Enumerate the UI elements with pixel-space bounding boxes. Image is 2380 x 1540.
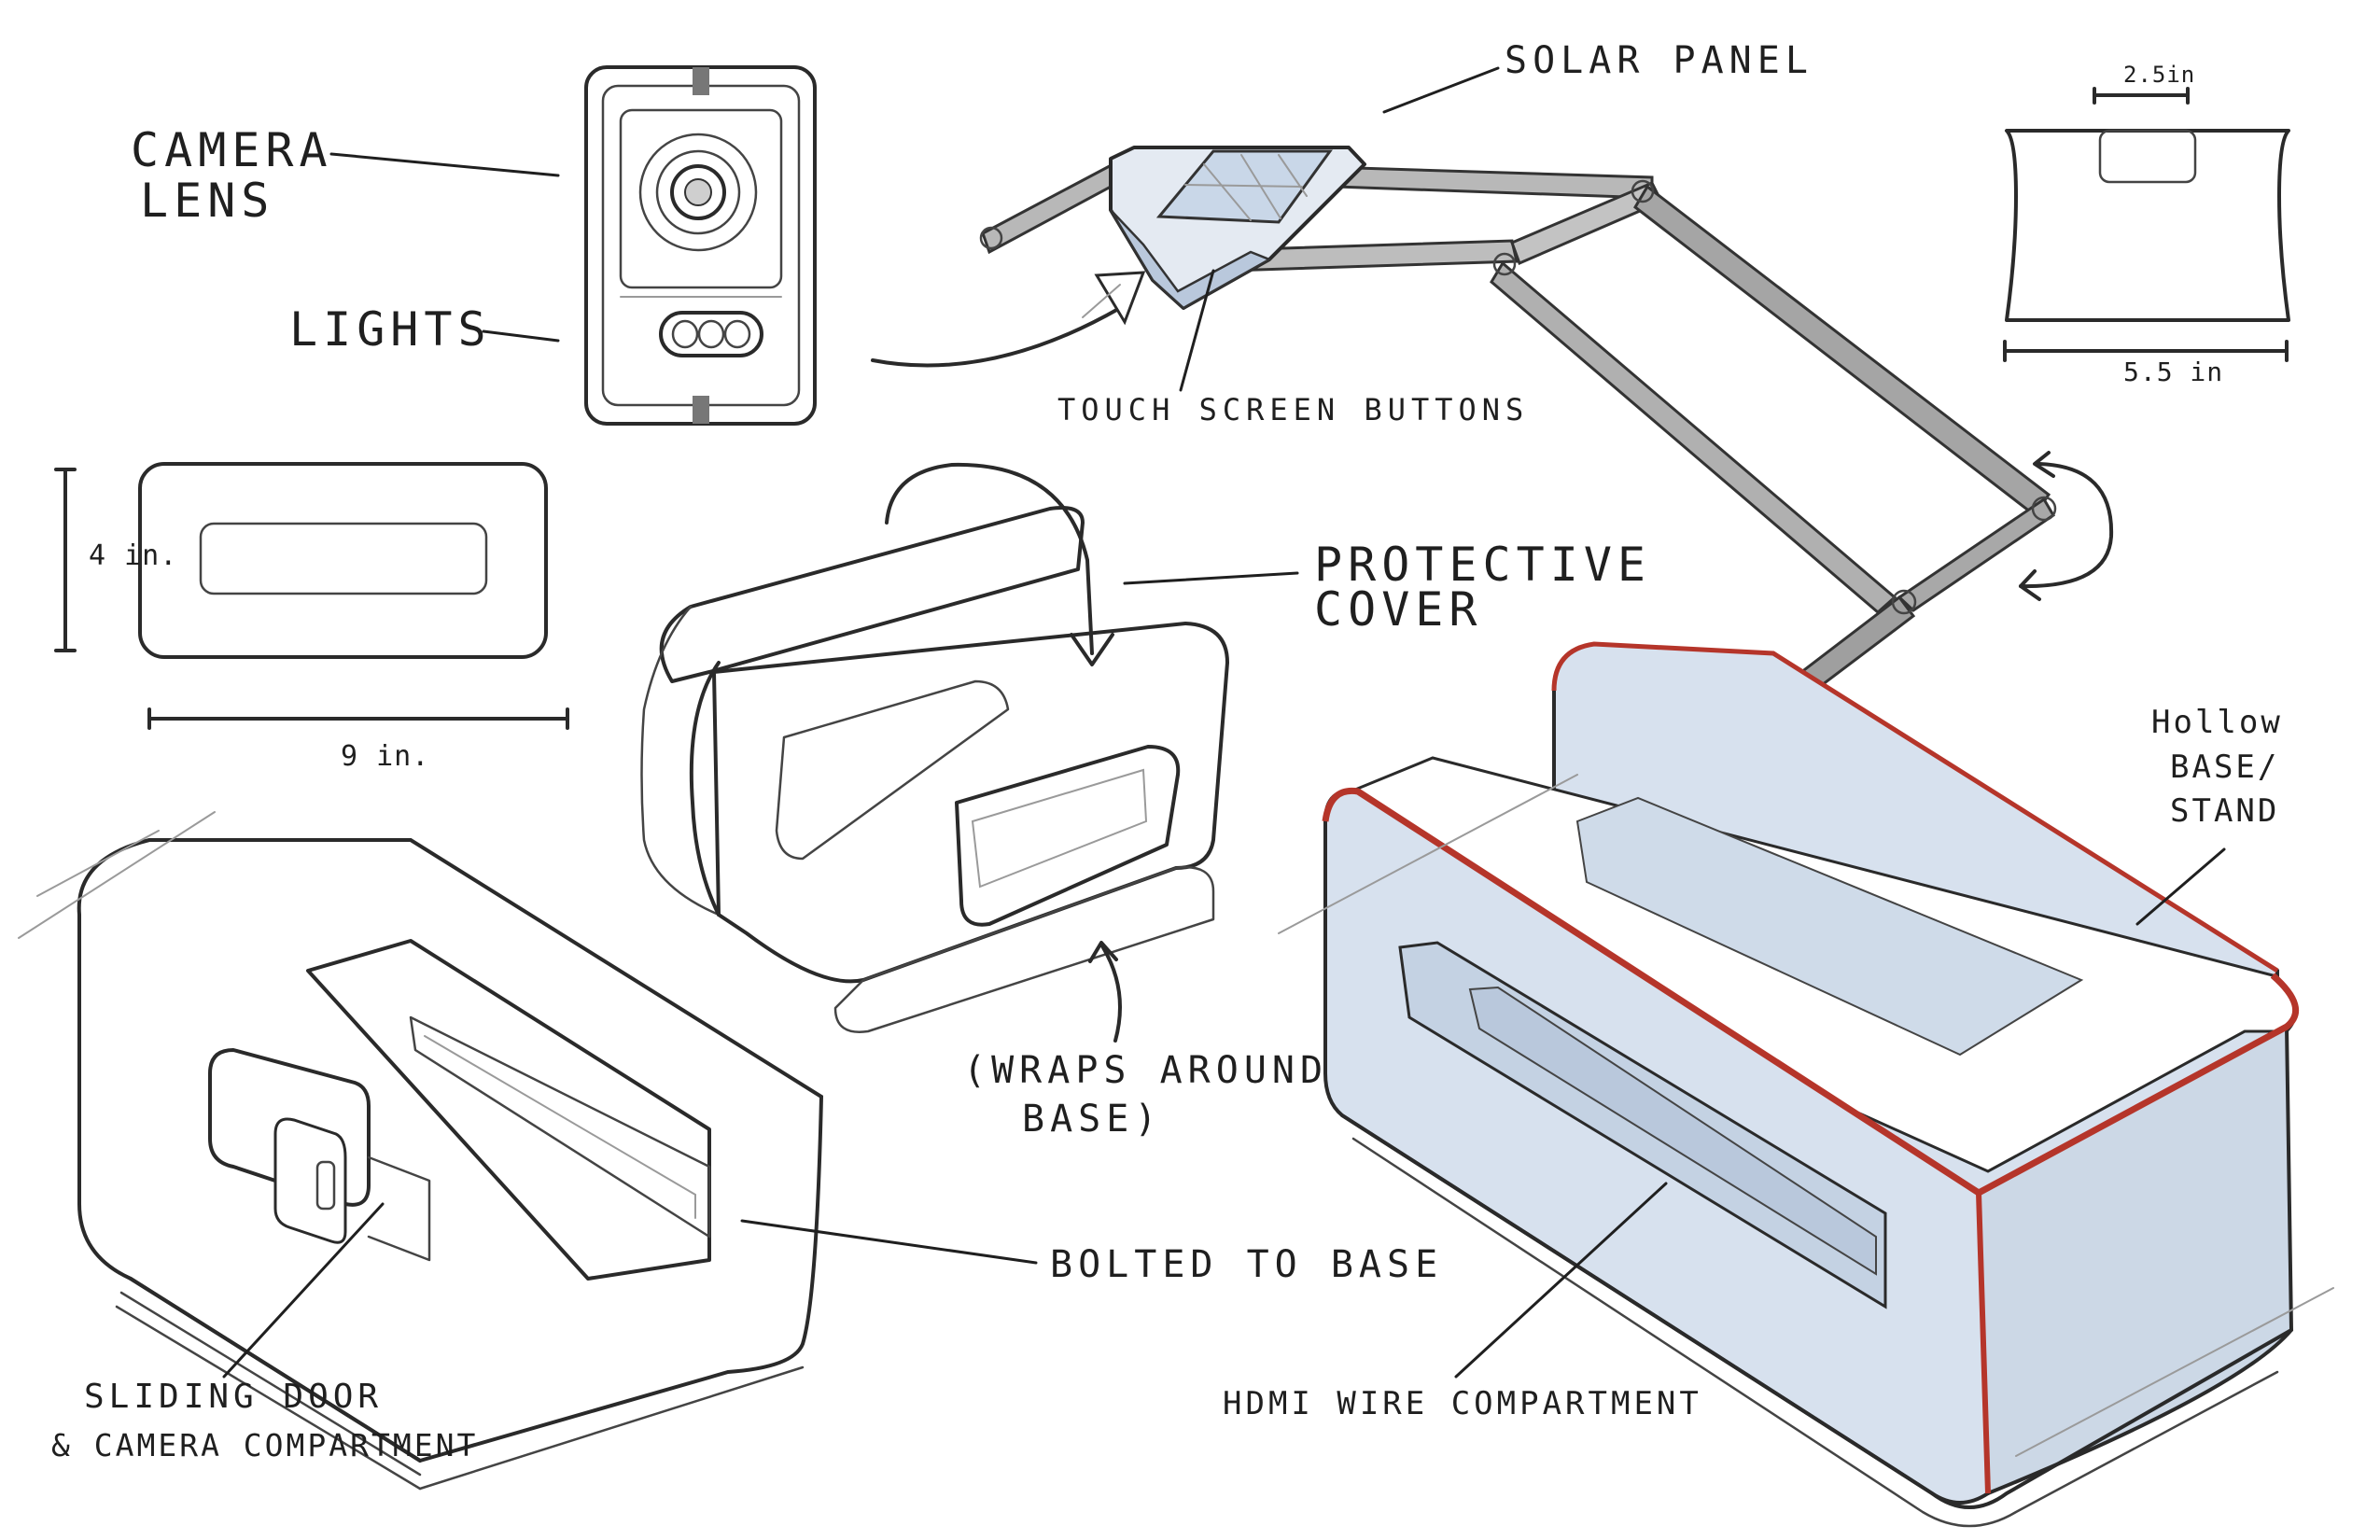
lights-leader <box>482 329 560 343</box>
lights-icon <box>659 311 763 357</box>
rotate-arrow-icon <box>2019 451 2114 601</box>
protective-cover-leader <box>1123 571 1299 585</box>
dim-width: 9 in. <box>341 740 429 773</box>
camera-head-perspective <box>1109 146 1366 310</box>
label-stand: STAND <box>2170 792 2279 830</box>
label-protective: PROTECTIVE <box>1314 538 1651 592</box>
label-camera: CAMERA <box>131 123 333 177</box>
rotate-over-arrow-icon <box>885 462 1114 666</box>
dim-height: 4 in. <box>89 539 177 572</box>
label-sliding-door: SLIDING DOOR <box>84 1378 383 1416</box>
camera-head-front-view <box>584 65 817 426</box>
curved-arrow-icon <box>871 271 1146 368</box>
label-wraps-around: (WRAPS AROUND <box>963 1049 1328 1092</box>
dim-slot: 2.5in <box>2123 62 2195 88</box>
hollow-base-stand <box>1278 641 2334 1528</box>
hdmi-leader <box>1454 1182 1668 1379</box>
solar-panel-icon <box>1155 149 1333 224</box>
camera-head-top-view <box>2003 87 2290 362</box>
touch-screen-leader <box>1179 269 1215 392</box>
bolted-to-base-leader <box>740 1219 1038 1265</box>
sliding-door-icon <box>208 1048 431 1262</box>
label-hollow: Hollow <box>2151 704 2283 741</box>
label-base: BASE) <box>1022 1098 1162 1141</box>
hollow-base-leader <box>2135 847 2226 926</box>
protective-cover <box>640 462 1230 1033</box>
camera-lens-icon <box>638 133 758 252</box>
label-lens: LENS <box>140 174 274 228</box>
dim-head-width: 5.5 in <box>2123 357 2223 387</box>
base-with-sliding-door <box>18 811 824 1491</box>
label-lights: LIGHTS <box>289 302 492 357</box>
label-base-slash: BASE/ <box>2170 749 2279 786</box>
sliding-door-leader <box>222 1202 385 1379</box>
label-cover: COVER <box>1314 582 1483 637</box>
solar-panel-leader <box>1382 66 1500 114</box>
label-hdmi-wire-compartment: HDMI WIRE COMPARTMENT <box>1223 1385 1702 1422</box>
label-solar-panel: SOLAR PANEL <box>1505 39 1813 82</box>
label-bolted-to-base: BOLTED TO BASE <box>1050 1243 1443 1286</box>
label-touch-screen-buttons: TOUCH SCREEN BUTTONS <box>1057 392 1529 427</box>
base-side-view <box>54 462 569 730</box>
camera-lens-leader <box>329 152 560 177</box>
label-camera-compartment: & CAMERA COMPARTMENT <box>51 1427 478 1463</box>
wraps-arrow-icon <box>1088 941 1122 1043</box>
